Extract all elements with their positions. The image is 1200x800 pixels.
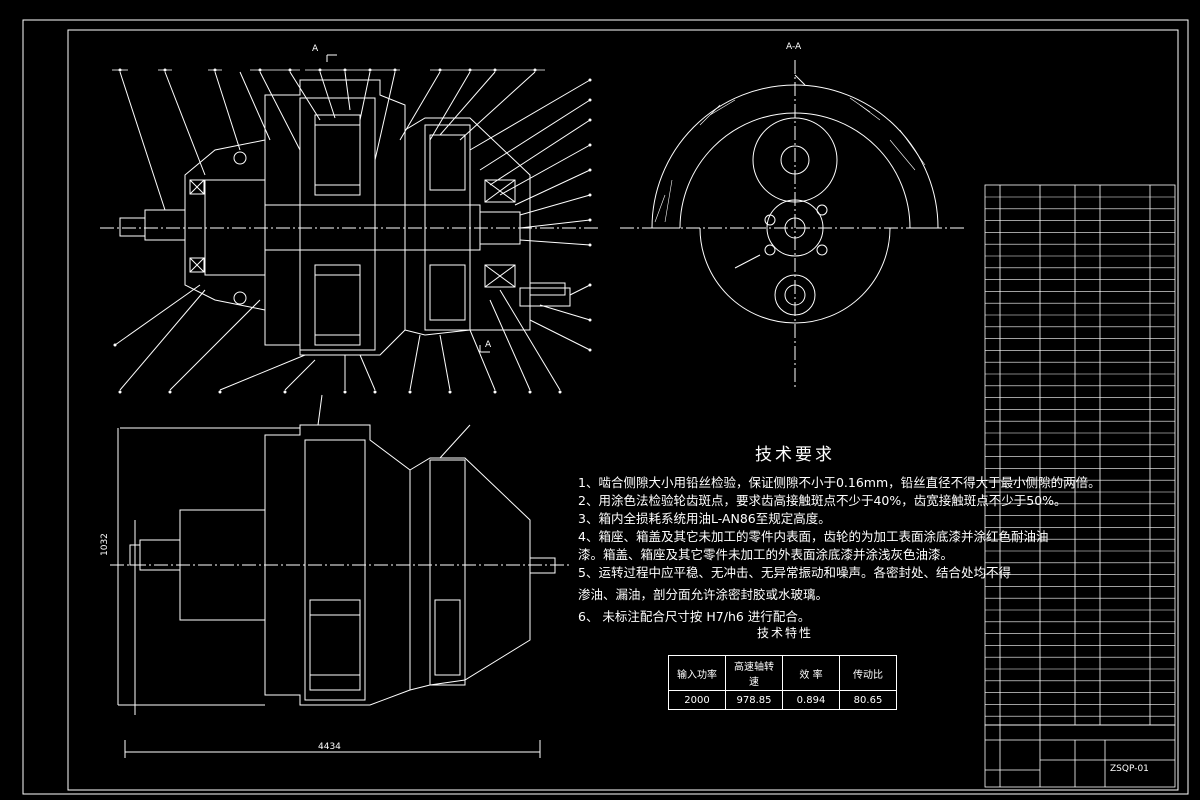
part-label-mark: [588, 118, 592, 122]
part-label-mark: [493, 390, 497, 394]
tech-requirements-title: 技术要求: [755, 445, 835, 465]
tech-requirement-line: 4、箱座、箱盖及其它未加工的零件内表面，齿轮的为加工表面涂底漆并涂红色耐油油: [578, 529, 1049, 544]
part-label-mark: [258, 68, 262, 72]
tech-requirement-line: 2、用涂色法检验轮齿斑点，要求齿高接触斑点不少于40%，齿宽接触斑点不少于50%…: [578, 493, 1067, 508]
part-label-mark: [558, 390, 562, 394]
part-label-mark: [528, 390, 532, 394]
part-label-mark: [448, 390, 452, 394]
table-header: 效 率: [782, 655, 840, 691]
part-label-mark: [218, 390, 222, 394]
part-label-mark: [588, 98, 592, 102]
part-label-mark: [493, 68, 497, 72]
tech-requirement-line: 1、啮合侧隙大小用铅丝检验，保证侧隙不小于0.16mm，铅丝直径不得大于最小侧隙…: [578, 475, 1101, 490]
part-label-mark: [118, 68, 122, 72]
part-label-mark: [438, 68, 442, 72]
section-label-a-a: A-A: [786, 42, 802, 52]
section-marker-a-bottom: A: [485, 340, 492, 350]
table-header: 传动比: [839, 655, 897, 691]
part-label-mark: [533, 68, 537, 72]
part-label-mark: [393, 68, 397, 72]
table-cell: 2000: [668, 690, 726, 710]
tech-requirement-line: 6、 未标注配合尺寸按 H7/h6 进行配合。: [578, 609, 811, 624]
part-label-mark: [588, 78, 592, 82]
table-header: 高速轴转速: [725, 655, 783, 691]
main-section-view: [100, 54, 600, 391]
part-label-mark: [588, 243, 592, 247]
part-label-mark: [588, 283, 592, 287]
part-label-mark: [343, 68, 347, 72]
tech-requirement-line: 5、运转过程中应平稳、无冲击、无异常振动和噪声。各密封处、结合处均不得: [578, 565, 1011, 580]
part-label-mark: [113, 343, 117, 347]
tech-characteristics-title: 技术特性: [757, 626, 814, 640]
table-cell: 978.85: [725, 690, 783, 710]
part-label-mark: [588, 193, 592, 197]
part-label-mark: [118, 390, 122, 394]
part-label-mark: [168, 390, 172, 394]
tech-requirement-line: 漆。箱盖、箱座及其它零件未加工的外表面涂底漆并涂浅灰色油漆。: [578, 547, 954, 562]
section-marker-a: A: [312, 44, 319, 54]
outer-border: [22, 19, 1189, 795]
table-header: 输入功率: [668, 655, 726, 691]
dimension-height: 1032: [100, 533, 110, 556]
title-block: [984, 724, 1176, 788]
part-label-mark: [408, 390, 412, 394]
tech-requirement-line: 3、箱内全损耗系统用油L-AN86至规定高度。: [578, 511, 831, 526]
inner-border: [67, 29, 1179, 791]
part-label-mark: [213, 68, 217, 72]
part-label-mark: [373, 390, 377, 394]
drawing-number: ZSQP-01: [1110, 764, 1149, 774]
table-cell: 80.65: [839, 690, 897, 710]
tech-characteristics-table: 输入功率 高速轴转速 效 率 传动比 2000 978.85 0.894 80.…: [668, 655, 897, 710]
section-a-a-view: [620, 60, 965, 390]
part-label-mark: [283, 390, 287, 394]
part-label-mark: [588, 348, 592, 352]
part-label-mark: [588, 318, 592, 322]
dimension-width: 4434: [318, 742, 341, 752]
table-cell: 0.894: [782, 690, 840, 710]
tech-requirement-line: 渗油、漏油，剖分面允许涂密封胶或水玻璃。: [578, 587, 829, 602]
part-label-mark: [588, 143, 592, 147]
part-label-mark: [343, 390, 347, 394]
part-label-mark: [368, 68, 372, 72]
parts-list: [984, 184, 1176, 726]
part-label-mark: [588, 168, 592, 172]
outer-view: [110, 394, 570, 758]
part-label-mark: [588, 218, 592, 222]
part-label-mark: [468, 68, 472, 72]
part-label-mark: [163, 68, 167, 72]
part-label-mark: [288, 68, 292, 72]
part-label-mark: [318, 68, 322, 72]
